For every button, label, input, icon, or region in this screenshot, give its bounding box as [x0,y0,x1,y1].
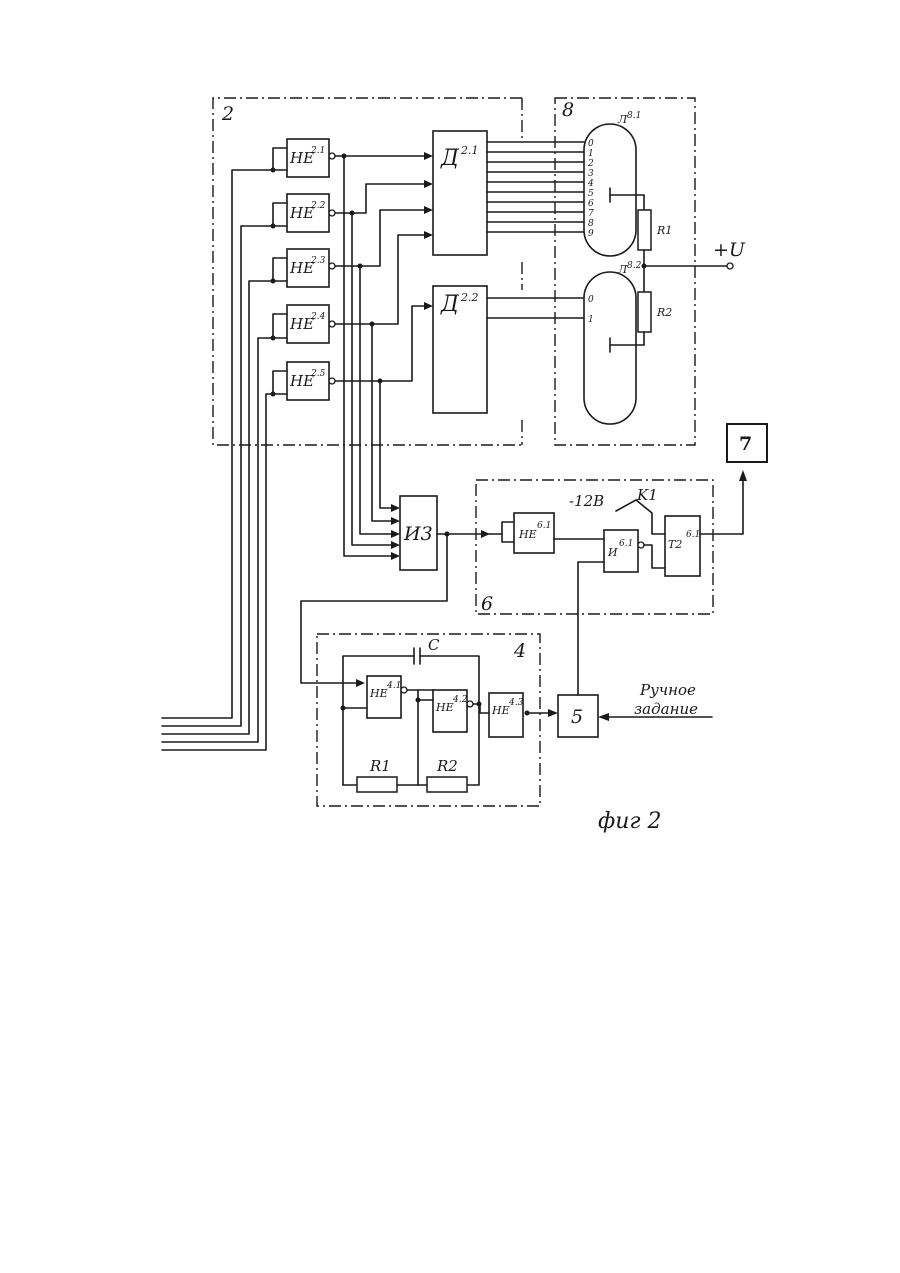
block-6-wires [554,470,747,568]
block-4-inverter-2: НЕ 4.2 [433,690,473,732]
svg-text:4.2: 4.2 [452,695,468,705]
resistor-8-r1: R1 [656,224,672,237]
svg-text:2.5: 2.5 [310,369,326,379]
block-4-r2-label: R2 [436,757,458,775]
svg-text:НЕ: НЕ [369,687,388,700]
tube-8-2-index: 8.2 [627,261,642,271]
block-5: 5 [558,695,598,737]
svg-text:2.1: 2.1 [460,144,479,157]
block-4-label: 4 [513,640,526,662]
svg-text:0: 0 [588,139,594,149]
svg-text:НЕ: НЕ [491,704,510,717]
manual-label-line2: задание [634,700,698,718]
block-8-label: 8 [562,99,574,121]
svg-text:1: 1 [588,315,594,325]
input-bus-lines [162,170,273,750]
decoder-2-2: Д 2.2 [433,286,487,413]
svg-text:2.1: 2.1 [310,146,325,156]
svg-text:1: 1 [588,149,594,159]
svg-text:3: 3 [588,169,594,179]
block-2-label: 2 [221,103,234,125]
and-gate-i3: И3 [400,496,437,570]
svg-text:4: 4 [587,179,594,189]
svg-text:7: 7 [588,209,594,219]
inverter-2-5: НЕ 2.5 [287,362,335,400]
svg-text:5: 5 [571,706,583,728]
capacitor-label: C [428,636,440,654]
manual-label-line1: Ручное [639,681,696,699]
inverter-2-4: НЕ 2.4 [287,305,335,343]
inverter-2-3: НЕ 2.3 [287,249,335,287]
block-4-r1-label: R1 [369,757,391,775]
svg-text:2.3: 2.3 [310,256,326,266]
voltage-label: -12В [569,492,604,510]
svg-text:6.1: 6.1 [537,521,551,531]
figure-caption: фиг 2 [598,809,662,834]
svg-text:0: 0 [588,295,594,305]
svg-text:T2: T2 [668,538,682,551]
tube-8-1-index: 8.1 [627,111,641,121]
block-4-inverter-1: НЕ 4.1 [367,676,407,718]
svg-text:4.3: 4.3 [508,698,524,708]
svg-text:8: 8 [588,219,594,229]
inverter-2-2: НЕ 2.2 [287,194,335,232]
svg-text:Д: Д [440,146,460,171]
svg-text:НЕ: НЕ [518,528,537,541]
block-6-trigger: T2 6.1 [665,516,700,576]
svg-text:И: И [607,546,618,559]
svg-text:2: 2 [587,159,594,169]
block-8-resistors [638,195,733,345]
block-4-inverter-3: НЕ 4.3 [489,693,530,737]
svg-text:6.1: 6.1 [619,539,633,549]
decoder-output-bus [487,142,584,318]
supply-label: +U [713,239,746,261]
inverter-2-1: НЕ 2.1 [287,139,335,177]
svg-text:НЕ: НЕ [435,701,454,714]
block-6-label: 6 [481,593,493,615]
svg-text:5: 5 [588,189,594,199]
block-6-inverter: НЕ 6.1 [502,513,554,553]
svg-text:9: 9 [588,229,594,239]
svg-text:И3: И3 [403,523,433,545]
svg-text:2.2: 2.2 [310,201,326,211]
svg-text:2.4: 2.4 [310,312,326,322]
svg-text:Д: Д [440,292,460,317]
svg-text:7: 7 [739,433,752,455]
decoder-2-1: Д 2.1 [433,131,487,255]
svg-text:6.1: 6.1 [686,530,700,540]
block-6-and-gate: И 6.1 [604,530,644,572]
tube-8-1-pins: 0 1 2 3 4 5 6 7 8 9 [587,139,594,239]
svg-text:4.1: 4.1 [386,681,401,691]
resistor-8-r2: R2 [656,306,672,319]
inverter-input-wires [271,148,288,397]
switch-label: K1 [636,486,658,504]
block-7: 7 [727,424,767,462]
svg-text:2.2: 2.2 [460,291,479,304]
svg-text:6: 6 [588,199,594,209]
